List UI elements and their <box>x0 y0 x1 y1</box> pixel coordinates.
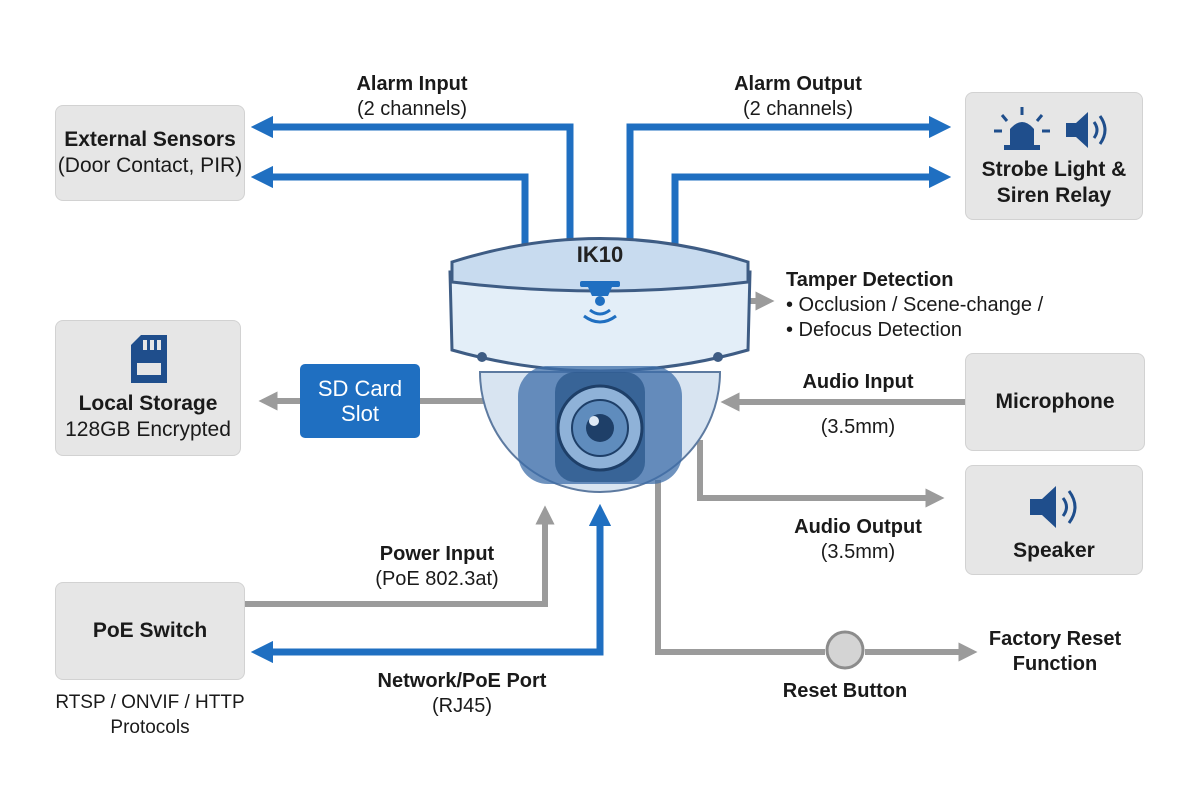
camera-lens-icon <box>556 384 644 472</box>
ik-rating: IK10 <box>577 242 623 267</box>
reset-button-label: Reset Button <box>782 680 908 702</box>
external-sensors-box: External Sensors (Door Contact, PIR) <box>55 105 245 201</box>
tamper-label: Tamper Detection • Occlusion / Scene-cha… <box>786 268 1043 343</box>
tamper-sensor-icon <box>580 281 620 324</box>
protocols-label: RTSP / ONVIF / HTTP Protocols <box>40 690 260 740</box>
external-sensors-title: External Sensors <box>64 128 236 151</box>
alarm-input-connectors <box>250 115 574 245</box>
speaker-icon <box>1030 486 1077 528</box>
microphone-title: Microphone <box>995 390 1115 413</box>
reset-button <box>825 630 865 670</box>
alarm-input-title: Alarm Input <box>356 73 468 95</box>
sd-card-slot: SD Card Slot <box>300 364 420 438</box>
network-arrow <box>250 503 612 664</box>
protocols-line-2: Protocols <box>110 717 190 738</box>
factory-reset-label: Factory Reset Function <box>955 627 1155 677</box>
alarm-output-line-2 <box>671 165 952 245</box>
housing-screw-left <box>477 352 487 362</box>
alarm-input-line-1 <box>250 115 574 245</box>
poe-switch-box: PoE Switch <box>55 582 245 680</box>
poe-switch-title: PoE Switch <box>92 619 208 642</box>
speaker-box: Speaker <box>965 465 1143 575</box>
alarm-output-label: Alarm Output (2 channels) <box>698 72 898 122</box>
audio-input-title: Audio Input <box>802 371 914 393</box>
audio-output-detail: (3.5mm) <box>820 541 896 563</box>
reset-line <box>655 480 825 655</box>
alarm-output-line-1 <box>626 115 952 245</box>
housing-screw-right <box>713 352 723 362</box>
network-detail: (RJ45) <box>431 695 492 717</box>
tamper-line-1: • Occlusion / Scene-change / <box>786 294 1044 316</box>
protocols-line-1: RTSP / ONVIF / HTTP <box>55 692 245 713</box>
audio-output-title: Audio Output <box>794 516 922 538</box>
alarm-output-detail: (2 channels) <box>742 98 854 120</box>
strobe-line-2: Siren Relay <box>996 184 1112 207</box>
tamper-line-2: • Defocus Detection <box>786 319 962 341</box>
power-input-label: Power Input (PoE 802.3at) <box>337 542 537 592</box>
audio-output-arrow <box>697 440 945 508</box>
audio-input-detail: (3.5mm) <box>820 416 896 438</box>
sd-slot-line-2: Slot <box>341 401 379 426</box>
tamper-title: Tamper Detection <box>786 269 954 291</box>
microphone-box: Microphone <box>965 353 1145 451</box>
alarm-output-title: Alarm Output <box>734 73 862 95</box>
factory-reset-line-1: Factory Reset <box>988 628 1122 650</box>
local-storage-title: Local Storage <box>78 392 218 415</box>
alarm-output-connectors <box>626 115 952 245</box>
factory-reset-line-2: Function <box>1012 653 1098 675</box>
alarm-input-label: Alarm Input (2 channels) <box>312 72 512 122</box>
power-input-detail: (PoE 802.3at) <box>375 568 499 590</box>
network-title: Network/PoE Port <box>377 670 547 692</box>
dome-camera: IK10 <box>448 237 752 493</box>
siren-speaker-icon <box>1066 112 1107 148</box>
network-label: Network/PoE Port (RJ45) <box>362 669 562 719</box>
local-storage-box: Local Storage 128GB Encrypted <box>55 320 241 456</box>
sd-card-icon <box>131 335 167 383</box>
alarm-input-line-2 <box>250 165 529 245</box>
strobe-light-icon <box>994 107 1050 150</box>
local-storage-subtitle: 128GB Encrypted <box>65 418 231 441</box>
speaker-title: Speaker <box>1013 539 1095 562</box>
sd-slot-line-1: SD Card <box>317 376 403 401</box>
strobe-siren-box: Strobe Light & Siren Relay <box>965 92 1143 220</box>
audio-output-label: Audio Output (3.5mm) <box>758 515 958 565</box>
alarm-input-detail: (2 channels) <box>356 98 468 120</box>
strobe-line-1: Strobe Light & <box>981 158 1127 181</box>
power-input-title: Power Input <box>379 543 495 565</box>
camera-top-rim <box>450 237 750 293</box>
external-sensors-subtitle: (Door Contact, PIR) <box>57 154 243 177</box>
